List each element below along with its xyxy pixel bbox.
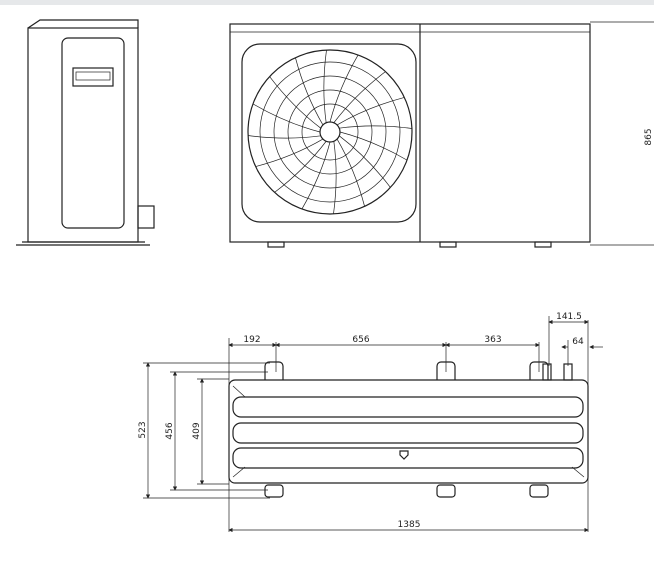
fan-spoke — [255, 138, 324, 167]
fan-guard — [247, 49, 413, 215]
fan-hub — [319, 121, 341, 143]
dim-363: 363 — [484, 335, 501, 345]
dim-656: 656 — [352, 335, 369, 345]
front-view: 865 — [229, 21, 654, 248]
pipe-connection — [542, 363, 552, 381]
fan-spoke — [269, 76, 321, 129]
fan-spoke — [336, 97, 405, 126]
dim-456: 456 — [165, 422, 175, 439]
water-connection — [137, 205, 155, 229]
fan-spoke — [339, 135, 391, 188]
mounting-foot — [529, 484, 549, 498]
fan-spoke — [295, 57, 324, 126]
top-view: 192 656 363 141.5 64 1385 523 456 409 — [138, 312, 603, 533]
pipe-connection — [563, 363, 573, 381]
dim-64: 64 — [572, 337, 584, 347]
fan-spoke — [323, 50, 327, 123]
mounting-foot — [264, 484, 284, 498]
fan-spoke — [333, 141, 337, 214]
fan-spoke — [339, 125, 412, 129]
fan-panel — [241, 43, 417, 223]
mounting-foot — [264, 361, 284, 380]
dim-192: 192 — [243, 335, 260, 345]
side-view — [16, 19, 155, 246]
dim-865: 865 — [644, 128, 654, 145]
dim-141-5: 141.5 — [556, 312, 582, 322]
fan-spoke — [336, 138, 365, 207]
fan-spoke — [329, 54, 359, 123]
dim-409: 409 — [192, 422, 202, 439]
fan-spoke — [248, 135, 321, 139]
side-panel — [61, 37, 125, 229]
grille-slot — [232, 396, 584, 418]
top-bar — [0, 0, 654, 5]
handle — [72, 67, 114, 87]
mounting-foot — [436, 484, 456, 498]
dim-1385: 1385 — [398, 520, 421, 530]
arrow-icon — [399, 450, 409, 460]
fan-spoke — [339, 131, 408, 161]
fan-spoke — [274, 141, 327, 193]
fan-spoke — [252, 103, 321, 133]
dim-523: 523 — [138, 421, 148, 438]
grille-slot — [232, 447, 584, 469]
fan-spoke — [301, 141, 331, 210]
grille-slot — [232, 422, 584, 444]
fan-spoke — [333, 71, 386, 123]
